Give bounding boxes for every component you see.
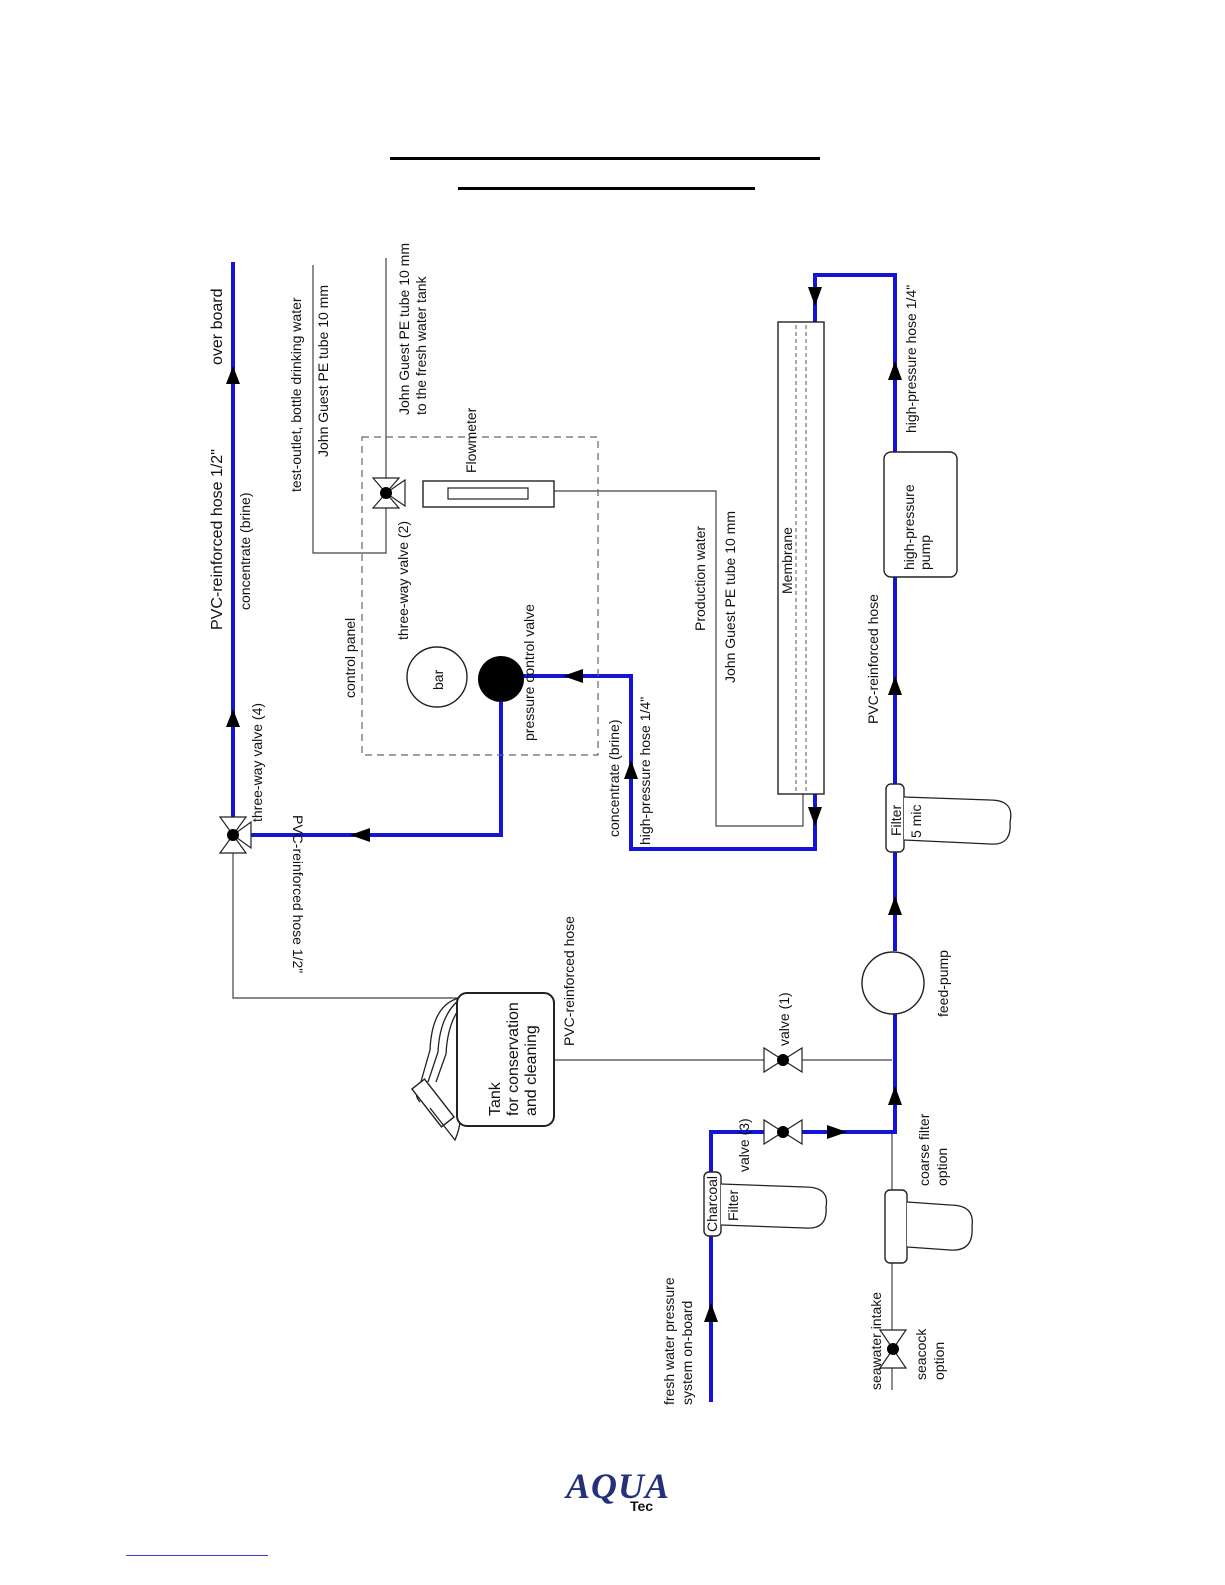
arrow-up-icon [888, 361, 902, 380]
arrow-right-icon [827, 1125, 847, 1139]
seacock [878, 1329, 908, 1369]
three-way-valve-2 [371, 477, 406, 509]
label-concentrate-top: concentrate (brine) [237, 492, 253, 610]
logo-main-text: AQUA [565, 1466, 671, 1506]
label-tank-3: and cleaning [523, 1025, 540, 1116]
label-pvc-hose-tank: PVC-reinforced hose [561, 916, 577, 1046]
label-charcoal-filter: Filter [725, 1190, 741, 1221]
high-pressure-pump [883, 451, 958, 578]
arrow-down-icon [808, 807, 822, 826]
arrow-up-icon [888, 676, 902, 695]
charcoal-filter [703, 1171, 828, 1237]
valve-3 [763, 1118, 803, 1146]
flow-arrows [226, 287, 902, 1322]
arrow-left-icon [563, 669, 583, 683]
label-bar: bar [430, 669, 446, 690]
arrow-up-icon [888, 896, 902, 915]
label-production-water: Production water [692, 526, 708, 631]
arrow-up-icon [624, 760, 638, 779]
arrow-up-icon [888, 1086, 902, 1105]
label-pvc-hose-pump: PVC-reinforced hose [865, 594, 881, 724]
label-hp-pump-2: pump [917, 535, 933, 570]
label-control-panel: control panel [342, 618, 358, 698]
label-tank-2: for conservation [505, 1002, 522, 1116]
label-pressure-control-valve: pressure control valve [521, 604, 537, 741]
filter-5mic [885, 783, 1012, 853]
arrow-up-icon [226, 709, 240, 727]
arrow-left-icon [350, 828, 370, 842]
label-three-way-valve-2: three-way valve (2) [395, 521, 411, 640]
label-jg-tube-tank-2: to the fresh water tank [413, 275, 429, 415]
label-concentrate-mid: concentrate (brine) [606, 719, 622, 837]
label-jg-tube-test: John Guest PE tube 10 mm [315, 285, 331, 457]
label-seacock-2: option [931, 1342, 947, 1380]
label-three-way-valve-4: three-way valve (4) [249, 703, 265, 822]
label-valve-3: valve (3) [736, 1118, 752, 1172]
label-hp-hose-mid: high-pressure hose 1/4" [637, 697, 653, 845]
label-charcoal: Charcoal [704, 1176, 720, 1232]
label-seacock-1: seacock [913, 1328, 929, 1380]
label-coarse-filter-2: option [934, 1148, 950, 1186]
diagram-labels: over board PVC-reinforced hose 1/2" conc… [209, 243, 951, 1405]
three-way-valve-4 [218, 816, 252, 854]
footer-link[interactable] [126, 1555, 268, 1556]
label-5-mic: 5 mic [908, 805, 924, 838]
pressure-gauge [406, 646, 468, 708]
arrow-up-icon [704, 1303, 718, 1322]
flowmeter [422, 480, 555, 508]
label-over-board: over board [209, 289, 226, 366]
logo-sub-text: Tec [630, 1498, 654, 1514]
feed-pump [861, 951, 925, 1015]
arrow-down-icon [808, 287, 822, 306]
label-hp-pump-1: high-pressure [901, 484, 917, 570]
label-fresh-water-2: system on-board [679, 1301, 695, 1405]
label-valve-1: valve (1) [776, 992, 792, 1046]
pressure-control-valve [478, 656, 524, 702]
label-pvc-half-top: PVC-reinforced hose 1/2" [209, 449, 226, 630]
label-seawater-intake: seawater intake [868, 1292, 884, 1390]
title-rule-bottom [458, 187, 755, 190]
label-coarse-filter-1: coarse filter [916, 1113, 932, 1186]
aquatec-logo: AQUA Tec [558, 1466, 678, 1514]
label-filter: Filter [888, 805, 904, 836]
label-jg-tube-tank-1: John Guest PE tube 10 mm [396, 243, 412, 415]
tank [410, 992, 555, 1142]
coarse-filter [884, 1189, 973, 1264]
label-pvc-half-bottom: PVC-reinforced hose 1/2" [290, 815, 306, 973]
label-feed-pump: feed-pump [935, 950, 951, 1017]
title-rule-top [390, 157, 820, 160]
label-flowmeter: Flowmeter [463, 407, 479, 473]
valve-1 [763, 1046, 803, 1074]
label-test-outlet: test-outlet, bottle drinking water [288, 297, 304, 492]
label-hp-hose-top: high-pressure hose 1/4" [903, 285, 919, 433]
label-membrane: Membrane [779, 527, 795, 594]
label-jg-tube-prod: John Guest PE tube 10 mm [722, 511, 738, 683]
membrane-unit [777, 321, 825, 795]
label-tank-1: Tank [487, 1081, 504, 1116]
control-panel-box [361, 436, 599, 756]
label-fresh-water-1: fresh water pressure [661, 1277, 677, 1405]
arrow-up-icon [226, 366, 240, 384]
